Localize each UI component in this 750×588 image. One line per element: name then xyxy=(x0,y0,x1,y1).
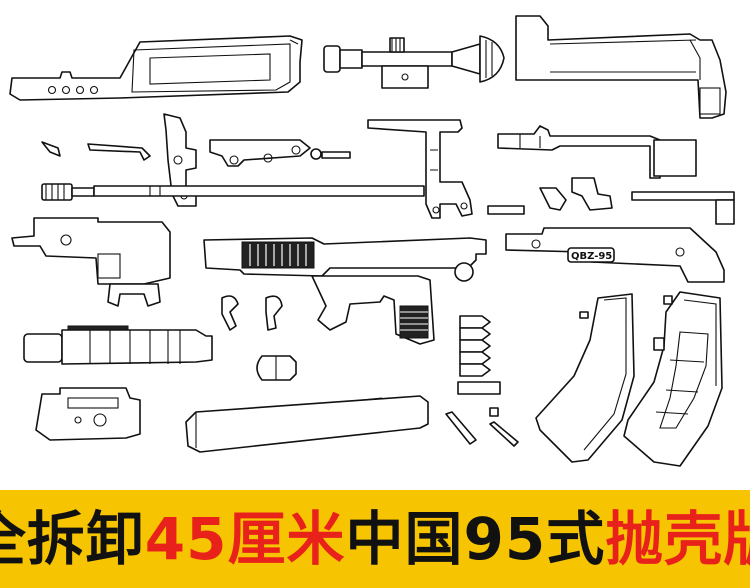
rear-sight-tower-part xyxy=(367,119,473,219)
small-pins-part xyxy=(41,141,151,161)
banner-seg-1: 45 xyxy=(144,505,228,573)
banner-seg-6: 抛壳版 xyxy=(605,505,750,573)
muzzle-cap-part xyxy=(653,337,665,351)
grenade-launcher-part xyxy=(23,325,213,365)
gas-tube-part xyxy=(631,191,735,225)
banner-seg-0: 全拆卸 xyxy=(0,505,145,573)
barrel-part xyxy=(41,183,425,201)
sling-swivel-part xyxy=(487,177,613,215)
scope-part xyxy=(323,35,505,89)
receiver-marking-text: QBZ-95 xyxy=(571,251,612,262)
front-sight-block-part xyxy=(497,125,697,179)
banner-seg-2: 厘米 xyxy=(227,505,346,573)
trigger-links-part xyxy=(209,139,351,167)
bolt-stop-part xyxy=(457,381,501,395)
bolt-carrier-part xyxy=(185,395,429,453)
banner-seg-5: 式 xyxy=(546,505,606,573)
cartridges-part xyxy=(459,315,491,377)
shell-part xyxy=(256,355,297,381)
upper-receiver-front-part xyxy=(11,217,171,307)
magazine-1-part xyxy=(535,293,635,463)
magazine-2-part xyxy=(623,291,723,467)
exploded-parts-drawing: QBZ-95 xyxy=(9,15,735,467)
cleaning-rod-part xyxy=(445,407,519,447)
buttstock-part xyxy=(515,15,727,119)
banner-title: 全拆卸45厘米中国95式抛壳版 xyxy=(0,510,750,568)
title-banner: 全拆卸45厘米中国95式抛壳版 xyxy=(0,490,750,588)
pistol-grip-assembly-part xyxy=(203,237,487,345)
banner-seg-4: 95 xyxy=(463,505,547,573)
rear-receiver-body-part: QBZ-95 xyxy=(505,227,725,283)
handguard-base-part xyxy=(35,387,141,441)
banner-seg-3: 中国 xyxy=(345,505,464,573)
carry-handle-part xyxy=(9,35,303,101)
spring-levers-part xyxy=(221,295,283,331)
